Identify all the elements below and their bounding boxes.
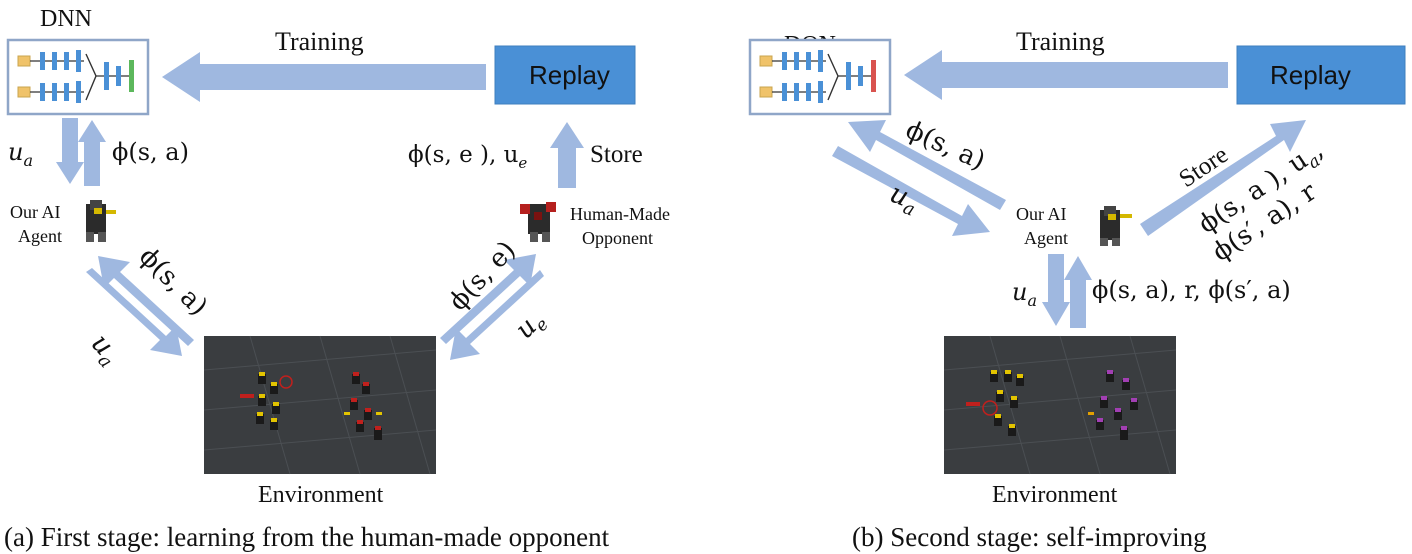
u-e-label: ue — [510, 305, 553, 348]
caption-b: (b) Second stage: self-improving — [852, 522, 1207, 552]
phi-sa-label-a1: ϕ(s, a) — [112, 138, 189, 166]
agent-dnn-arrows-a — [56, 118, 106, 186]
caption-a: (a) First stage: learning from the human… — [4, 522, 610, 552]
panel-a: DNN Training — [4, 6, 670, 552]
agent-sprite-icon-a — [86, 200, 116, 242]
agent-label-b-line1: Our AI — [1016, 204, 1067, 224]
environment-label-b: Environment — [992, 482, 1118, 508]
phi-se-store-label: ϕ(s, e ), ue — [408, 142, 527, 172]
environment-image-a — [203, 335, 437, 475]
dqn-agent-arrows-b — [832, 120, 1006, 236]
phi-sa-label-a2: ϕ(s, a) — [133, 242, 213, 322]
training-arrow-a — [162, 52, 486, 102]
dnn-network-box — [6, 38, 150, 116]
phi-feedback-label: ϕ(s, a), r, ϕ(s′, a) — [1092, 276, 1291, 304]
environment-image-b — [943, 335, 1177, 475]
training-arrow-b — [904, 50, 1228, 100]
store-label-a: Store — [590, 141, 643, 168]
friendly-units-a — [240, 372, 293, 430]
agent-label-b-line2: Agent — [1024, 228, 1068, 248]
friendly-units-b — [966, 370, 1024, 436]
agent-env-arrows-a — [86, 256, 194, 356]
phi-sa-label-b1: ϕ(s, a) — [901, 115, 989, 176]
agent-label-a-line2: Agent — [18, 226, 62, 246]
u-a-label-b2: ua — [1012, 278, 1037, 310]
agent-label-a-line1: Our AI — [10, 202, 61, 222]
environment-label-a: Environment — [258, 482, 384, 508]
dqn-output-layer — [871, 60, 876, 92]
enemy-units-b — [1088, 370, 1138, 440]
env-opponent-arrows-a — [440, 254, 544, 360]
panel-b: DQN Training Rep — [748, 27, 1406, 552]
replay-box-a: Replay — [494, 45, 636, 105]
opponent-sprite-icon — [520, 202, 556, 242]
store-arrow-b — [1140, 120, 1306, 236]
replay-box-b: Replay — [1236, 45, 1406, 105]
replay-label-a: Replay — [529, 60, 610, 90]
u-a-label-a2: ua — [82, 328, 127, 372]
dqn-network-box — [748, 38, 892, 116]
opponent-label-line2: Opponent — [582, 228, 653, 248]
enemy-units-a — [344, 372, 382, 440]
dnn-label: DNN — [40, 6, 92, 32]
training-label-b: Training — [1016, 27, 1105, 56]
dnn-output-layer — [129, 60, 134, 92]
opponent-label-line1: Human-Made — [570, 204, 670, 224]
training-label-a: Training — [275, 27, 364, 56]
agent-sprite-icon-b — [1100, 206, 1132, 246]
u-a-label-a1: ua — [8, 138, 33, 170]
replay-label-b: Replay — [1270, 60, 1351, 90]
store-arrow-a — [550, 122, 584, 188]
agent-env-arrows-b — [1042, 254, 1092, 328]
